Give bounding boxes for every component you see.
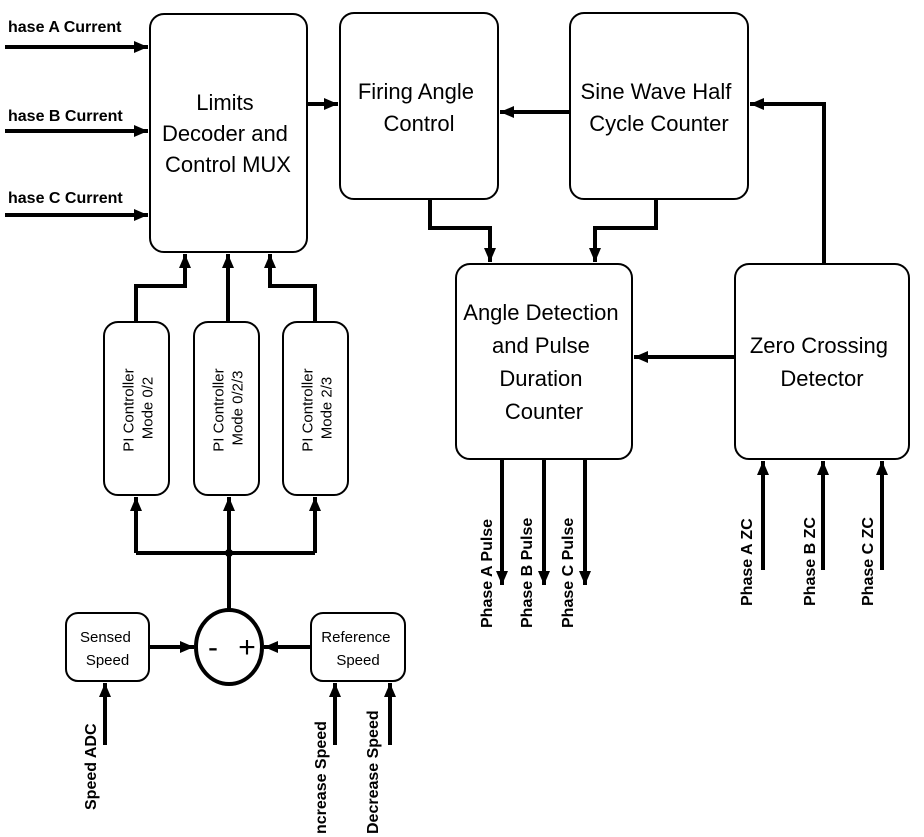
limits-line-3: Control MUX	[165, 152, 291, 177]
sine-line-1: Sine Wave Half	[581, 79, 733, 104]
summing-junction: - +	[194, 608, 264, 686]
reference-speed-block: Reference Speed	[310, 612, 406, 682]
pi3-to-limits-arrow	[264, 254, 317, 322]
angle-line-3: Duration	[499, 366, 582, 391]
signal-labels: hase A Current hase B Current hase C Cur…	[8, 19, 877, 834]
phase-a-pulse-label: Phase A Pulse	[479, 519, 496, 628]
phase-b-pulse-label: Phase B Pulse	[519, 518, 536, 628]
pi3-line-2: Mode 2/3	[319, 377, 336, 440]
angle-detection-block: Angle Detection and Pulse Duration Count…	[455, 263, 633, 460]
sine-to-angle-arrow	[589, 199, 658, 262]
pi1-to-limits-arrow	[134, 254, 191, 322]
phase-c-zc-label: Phase C ZC	[860, 517, 877, 606]
pi-controller-2-block: PI Controller Mode 0/2/3	[193, 321, 260, 496]
pi1-line-2: Mode 0/2	[140, 377, 157, 440]
phase-c-current-label: hase C Current	[8, 190, 123, 207]
summer-minus-sign: -	[208, 631, 218, 664]
phase-c-pulse-label: Phase C Pulse	[560, 518, 577, 628]
pi2-line-1: PI Controller	[211, 368, 228, 451]
svg-text:Reference Speed: Reference Speed	[321, 629, 394, 669]
phase-b-current-label: hase B Current	[8, 108, 123, 125]
pi-controller-1-block: PI Controller Mode 0/2	[103, 321, 170, 496]
pi2-line-2: Mode 0/2/3	[230, 370, 247, 445]
phase-a-current-label: hase A Current	[8, 19, 122, 36]
reference-line-2: Speed	[336, 652, 379, 669]
sensed-line-1: Sensed	[80, 629, 131, 646]
zero-line-1: Zero Crossing	[750, 333, 888, 358]
reference-line-1: Reference	[321, 629, 390, 646]
sine-wave-counter-block: Sine Wave Half Cycle Counter	[569, 12, 749, 200]
pi-controller-3-block: PI Controller Mode 2/3	[282, 321, 349, 496]
firing-line-2: Control	[384, 111, 455, 136]
pi1-line-1: PI Controller	[121, 368, 138, 451]
limits-line-2: Decoder and	[162, 121, 288, 146]
svg-text:Sine Wave Half Cycle Cou: Sine Wave Half Cycle Counter	[581, 79, 738, 136]
svg-text:PI Controller Mode 0/2: PI Controller Mode 0/2	[121, 364, 157, 452]
limits-decoder-block: Limits Decoder and Control MUX	[149, 13, 308, 253]
sensed-speed-block: Sensed Speed	[65, 612, 150, 682]
limits-line-1: Limits	[196, 90, 253, 115]
angle-line-1: Angle Detection	[463, 300, 618, 325]
zero-crossing-detector-block: Zero Crossing Detector	[734, 263, 910, 460]
sensed-line-2: Speed	[86, 652, 129, 669]
pi3-line-1: PI Controller	[300, 368, 317, 451]
firing-line-1: Firing Angle	[358, 79, 474, 104]
angle-line-4: Counter	[505, 399, 583, 424]
phase-a-zc-label: Phase A ZC	[739, 518, 756, 606]
zero-line-2: Detector	[780, 366, 863, 391]
firing-angle-control-block: Firing Angle Control	[339, 12, 499, 200]
svg-text:Firing Angle Control: Firing Angle Control	[358, 79, 480, 136]
angle-line-2: and Pulse	[492, 333, 590, 358]
phase-b-zc-label: Phase B ZC	[802, 517, 819, 606]
decrease-speed-label: Decrease Speed	[365, 710, 382, 834]
sine-line-2: Cycle Counter	[589, 111, 728, 136]
svg-text:Zero Crossing Detector: Zero Crossing Detector	[750, 333, 894, 391]
connections	[5, 41, 888, 745]
speed-adc-label: Speed ADC	[83, 723, 100, 810]
zero-to-sine-arrow	[750, 98, 826, 264]
firing-to-angle-arrow	[428, 199, 496, 262]
svg-text:PI Controller Mode 0/2/3: PI Controller Mode 0/2/3	[211, 364, 247, 452]
svg-text:Angle Detection and Puls: Angle Detection and Pulse Duration Count…	[463, 300, 624, 424]
svg-text:Limits Decoder and: Limits Decoder and Control MUX	[162, 90, 294, 177]
svg-text:Sensed Speed: Sensed Speed	[80, 629, 135, 669]
summer-plus-sign: +	[238, 631, 256, 664]
increase-speed-label: ncrease Speed	[313, 721, 330, 834]
svg-text:PI Controller Mode 2/3: PI Controller Mode 2/3	[300, 364, 336, 452]
